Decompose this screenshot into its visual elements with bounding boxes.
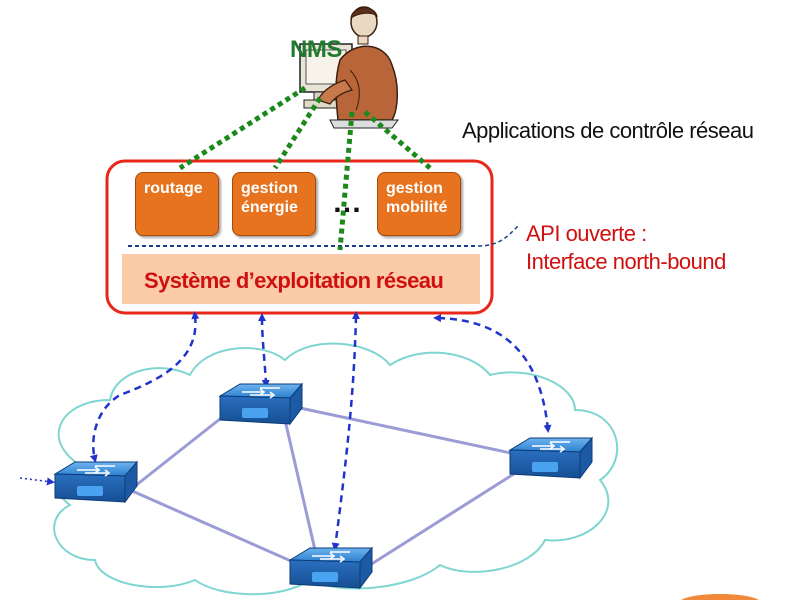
person-at-computer-icon xyxy=(299,6,399,129)
api-label-line1: API ouverte : xyxy=(526,221,647,246)
app-routage-label: routage xyxy=(144,180,203,197)
network-switch-icon xyxy=(288,546,374,590)
nms-links xyxy=(178,85,432,251)
network-switch-icon xyxy=(508,436,594,480)
app-gestion-mobilite-label-line2: mobilité xyxy=(386,199,448,216)
applications-label: Applications de contrôle réseau xyxy=(462,118,754,143)
app-gestion-energie-label-line1: gestion xyxy=(241,180,298,197)
api-label: API ouverte : Interface north-bound xyxy=(526,220,726,276)
more-apps-ellipsis: … xyxy=(332,186,362,219)
os-bar xyxy=(122,254,480,304)
app-gestion-energie-box: gestion énergie xyxy=(232,172,316,236)
app-gestion-energie-label-line2: énergie xyxy=(241,199,298,216)
api-boundary-extension xyxy=(477,223,521,247)
network-switch-icon xyxy=(218,382,304,426)
app-routage-box: routage xyxy=(135,172,219,236)
southbound-links xyxy=(19,311,552,551)
app-gestion-mobilite-label-line1: gestion xyxy=(386,180,443,197)
network-os-label: Système d’exploitation réseau xyxy=(144,268,444,293)
network-switch-icon xyxy=(53,460,139,504)
nms-label: NMS xyxy=(290,36,342,63)
app-gestion-mobilite-box: gestion mobilité xyxy=(377,172,461,236)
decorative-orange-shape xyxy=(681,594,759,600)
api-label-line2: Interface north-bound xyxy=(526,249,726,274)
